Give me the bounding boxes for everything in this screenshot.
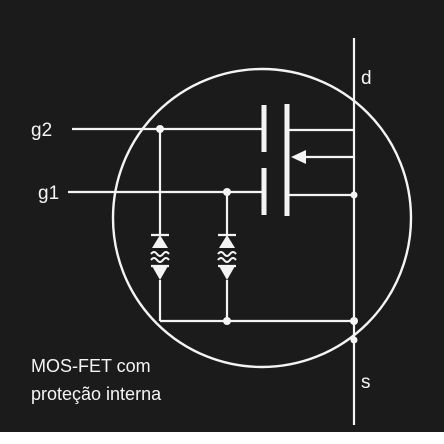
- drain-label: d: [361, 68, 372, 89]
- gate1-label: g1: [38, 183, 59, 204]
- caption-line-1: MOS-FET com: [31, 356, 151, 376]
- caption-line-2: proteção interna: [31, 384, 162, 404]
- gate2-label: g2: [31, 120, 52, 141]
- package-outline-circle: [111, 67, 413, 369]
- background: [0, 0, 444, 432]
- substrate-arrow-icon: [291, 150, 306, 164]
- source-label: s: [361, 372, 371, 393]
